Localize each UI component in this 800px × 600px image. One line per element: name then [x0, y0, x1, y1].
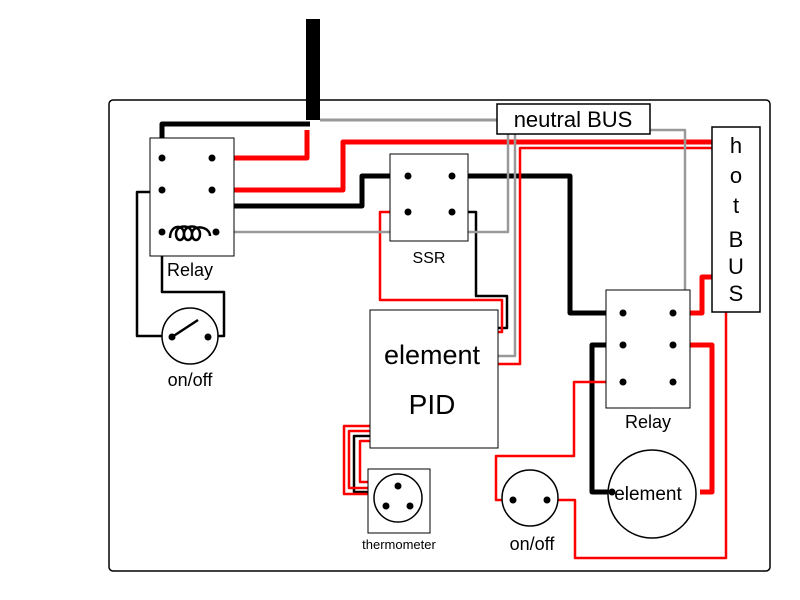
relay-left-terminal-1 [158, 154, 166, 162]
wire-hot-to-relay2 [682, 274, 712, 316]
relay-right-terminal-6 [669, 378, 677, 386]
switch-icon [171, 318, 199, 339]
thermometer: thermometer [362, 468, 437, 552]
wire-hot-to-relay1-b [212, 139, 712, 193]
wire-relay1-coil-switch-b [160, 232, 226, 338]
relay-right-terminal-1 [619, 309, 627, 317]
coil-icon [168, 225, 212, 242]
pid-label-line2: PID [409, 389, 456, 420]
hot-bus-letter-1: h [730, 133, 742, 158]
neutral-bus: neutral BUS [496, 103, 651, 135]
element-label: element [614, 484, 682, 505]
probe-connector-icon [382, 482, 414, 510]
relay-right: Relay [605, 289, 691, 432]
relay-right-label: Relay [625, 412, 671, 432]
ssr-terminal-4 [448, 208, 456, 216]
thermometer-label: thermometer [362, 537, 436, 552]
switch-right: on/off [501, 469, 559, 554]
relay-right-terminal-2 [669, 309, 677, 317]
wire-pid-probe-red-c [358, 439, 372, 484]
switch-left-label: on/off [168, 370, 214, 390]
wire-relay2-to-element-hot [682, 342, 715, 495]
relay-left-terminal-4 [208, 186, 216, 194]
relay-left-label: Relay [167, 260, 213, 280]
hot-bus-letter-5: U [728, 254, 744, 279]
wire-pid-probe-red-a [342, 424, 372, 496]
pid-controller: element PID [369, 309, 499, 449]
relay-left-terminal-5 [158, 228, 166, 236]
relay-right-terminal-5 [619, 378, 627, 386]
switch-left: on/off [161, 307, 219, 390]
wire-hot-to-pid [490, 146, 712, 366]
wire-pid-probe-red-b [347, 429, 372, 490]
relay-right-terminal-4 [669, 341, 677, 349]
ssr-terminal-2 [448, 172, 456, 180]
relay-left-terminal-3 [158, 186, 166, 194]
ssr-terminal-3 [404, 208, 412, 216]
wire-ssr-to-pid-hot [378, 210, 504, 334]
wire-ssr-to-relay2 [452, 173, 623, 316]
wires-red [212, 130, 728, 560]
ssr-label: SSR [413, 250, 446, 267]
pid-label-line1: element [384, 340, 481, 370]
hot-bus-letter-4: B [729, 227, 744, 252]
relay-right-terminal-3 [619, 341, 627, 349]
ssr-terminal-1 [404, 172, 412, 180]
hot-bus: h o t B U S [711, 126, 761, 313]
wire-hot-to-relay1-a [212, 130, 310, 161]
hot-bus-letter-6: S [729, 281, 744, 306]
ssr: SSR [389, 153, 469, 267]
hot-bus-letter-3: t [733, 193, 739, 218]
wire-ssr-to-pid-a [452, 210, 509, 330]
relay-left-terminal-2 [208, 154, 216, 162]
wire-switch-to-hot [548, 312, 728, 560]
heating-element: element [607, 449, 697, 539]
hot-bus-letter-2: o [730, 163, 742, 188]
relay-left: Relay [149, 137, 235, 280]
wire-neutral-to-relay1-coil [218, 134, 510, 234]
neutral-bus-label: neutral BUS [514, 107, 633, 132]
switch-right-label: on/off [510, 534, 556, 554]
wire-relay2-coil-switch [494, 380, 623, 502]
wire-pid-to-probe [352, 434, 375, 494]
relay-left-terminal-6 [212, 228, 220, 236]
